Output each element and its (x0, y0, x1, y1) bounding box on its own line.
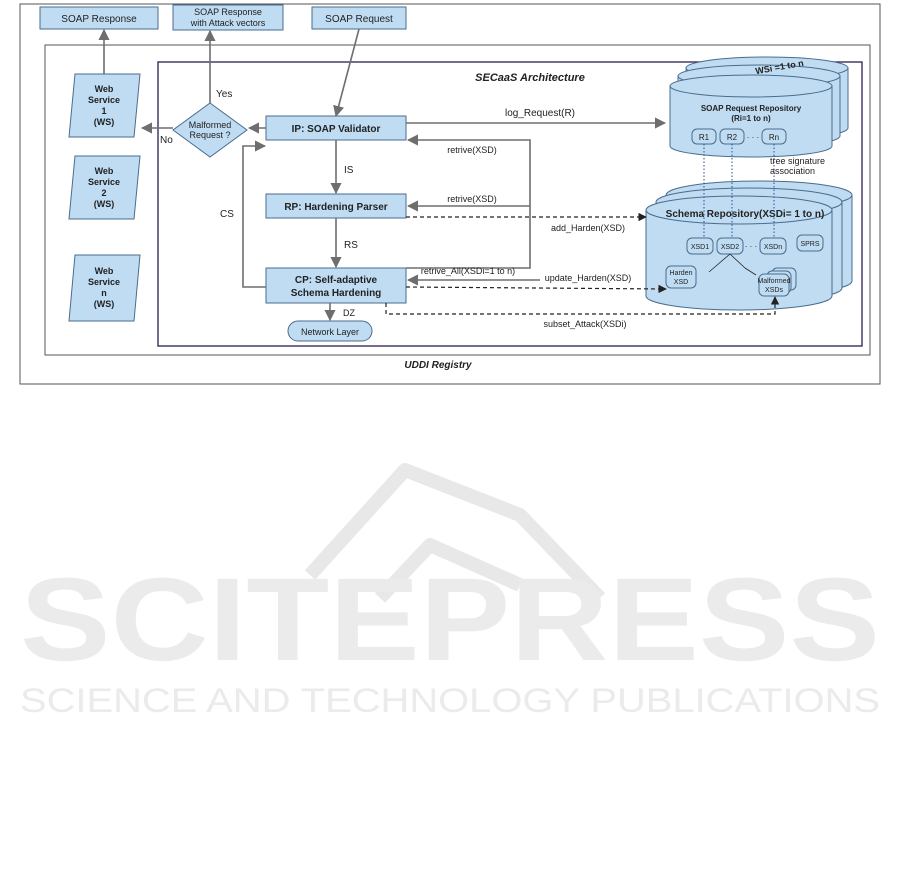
svg-text:XSD: XSD (674, 279, 688, 286)
schema-item-xsdn: XSDn (759, 237, 787, 255)
architecture-diagram: SECaaS Architecture UDDI Registry SOAP R… (19, 3, 881, 385)
svg-text:1: 1 (101, 106, 106, 116)
harden-xsd-item: Harden XSD (665, 265, 697, 289)
soap-response-box: SOAP Response (39, 6, 159, 30)
svg-text:CP: Self-adaptive: CP: Self-adaptive (295, 275, 378, 286)
svg-text:SOAP Request Repository: SOAP Request Repository (701, 104, 802, 113)
svg-text:(WS): (WS) (94, 299, 115, 309)
svg-text:(WS): (WS) (94, 199, 115, 209)
secaas-architecture-frame (157, 61, 863, 347)
tree-signature-links (703, 144, 775, 238)
watermark-brand: SCITEPRESS (20, 554, 880, 686)
svg-text:IP: SOAP Validator: IP: SOAP Validator (292, 124, 381, 135)
web-service-2: Web Service 2 (WS) (68, 155, 141, 220)
schema-item-xsd1: XSD1 (686, 237, 714, 255)
uddi-registry-frame (44, 44, 871, 356)
svg-text:Malformed: Malformed (189, 120, 232, 130)
schema-item-xsd2: XSD2 (716, 237, 744, 255)
schema-hardening-box: CP: Self-adaptive Schema Hardening (265, 267, 407, 304)
xsd-branch-lines (708, 253, 757, 276)
svg-text:Service: Service (88, 177, 120, 187)
svg-text:Web: Web (95, 266, 114, 276)
sprs-item: SPRS (796, 234, 824, 252)
svg-text:Network Layer: Network Layer (301, 327, 359, 337)
svg-text:XSDs: XSDs (765, 287, 783, 294)
outer-frame (19, 3, 881, 385)
svg-text:SPRS: SPRS (800, 241, 819, 248)
flow-arrows (98, 28, 667, 322)
svg-text:Schema Hardening: Schema Hardening (291, 288, 382, 299)
scitepress-watermark: SCITEPRESS SCIENCE AND TECHNOLOGY PUBLIC… (20, 463, 880, 720)
svg-text:XSDn: XSDn (764, 244, 782, 251)
svg-text:(WS): (WS) (94, 117, 115, 127)
svg-text:XSD2: XSD2 (721, 244, 739, 251)
soap-validator-box: IP: SOAP Validator (265, 115, 407, 141)
soap-request-box: SOAP Request (311, 6, 407, 30)
decision-no-label: No (160, 135, 173, 146)
schema-repository: Schema Repository(XSDi= 1 to n) XSD1 XSD… (645, 180, 853, 311)
label-update-harden: update_Harden(XSD) (545, 273, 632, 283)
svg-text:2: 2 (101, 188, 106, 198)
svg-text:Service: Service (88, 95, 120, 105)
svg-text:RP: Hardening Parser: RP: Hardening Parser (284, 202, 387, 213)
label-add-harden: add_Harden(XSD) (551, 223, 625, 233)
label-retrive-all: retrive_All(XSDi=1 to n) (421, 266, 515, 276)
svg-text:Web: Web (95, 84, 114, 94)
malformed-xsds-item: Malformed XSDs (757, 267, 797, 297)
label-retrive-xsd-1: retrive(XSD) (447, 145, 497, 155)
request-item-r1: R1 (691, 128, 717, 145)
registry-label: UDDI Registry (404, 360, 472, 371)
svg-text:with Attack vectors: with Attack vectors (190, 18, 266, 28)
soap-request-repository: WSi =1 to n SOAP Request Repository (Ri=… (669, 56, 849, 158)
network-layer-node: Network Layer (287, 320, 373, 342)
label-log-request: log_Request(R) (505, 108, 575, 119)
svg-text:R1: R1 (699, 133, 710, 142)
soap-response-attack-box: SOAP Response with Attack vectors (172, 4, 284, 31)
svg-text:Schema Repository(XSDi= 1 to n: Schema Repository(XSDi= 1 to n) (666, 209, 825, 220)
request-item-rn: Rn (761, 128, 787, 145)
svg-text:XSD1: XSD1 (691, 244, 709, 251)
svg-text:Web: Web (95, 166, 114, 176)
request-item-r2: R2 (719, 128, 745, 145)
svg-text:n: n (101, 288, 107, 298)
svg-text:Request ?: Request ? (189, 130, 230, 140)
svg-text:Service: Service (88, 277, 120, 287)
hardening-parser-box: RP: Hardening Parser (265, 193, 407, 219)
web-service-n: Web Service n (WS) (68, 254, 141, 322)
svg-text:SOAP Response: SOAP Response (61, 14, 137, 25)
tree-signature-label: tree signature (770, 156, 825, 166)
decision-yes-label: Yes (216, 89, 232, 100)
svg-text:(Ri=1 to n): (Ri=1 to n) (731, 114, 771, 123)
label-retrive-xsd-2: retrive(XSD) (447, 194, 497, 204)
dashed-flow-arrows (385, 212, 780, 315)
svg-text:· · ·: · · · (747, 133, 759, 142)
architecture-title: SECaaS Architecture (475, 72, 585, 84)
web-service-1: Web Service 1 (WS) (68, 73, 141, 138)
svg-text:SOAP Response: SOAP Response (194, 7, 262, 17)
tree-signature-label-2: association (770, 166, 815, 176)
svg-text:SOAP Request: SOAP Request (325, 14, 393, 25)
svg-text:Malformed: Malformed (757, 278, 790, 285)
watermark-tagline: SCIENCE AND TECHNOLOGY PUBLICATIONS (20, 682, 880, 720)
label-is: IS (344, 165, 354, 176)
svg-text:R2: R2 (727, 133, 738, 142)
book-logo-icon (304, 463, 606, 603)
svg-text:Rn: Rn (769, 133, 779, 142)
label-subset-attack: subset_Attack(XSDi) (543, 319, 626, 329)
label-dz: DZ (343, 308, 355, 318)
svg-text:· · ·: · · · (745, 242, 757, 251)
label-rs: RS (344, 240, 358, 251)
svg-text:Harden: Harden (670, 270, 693, 277)
label-cs: CS (220, 209, 234, 220)
malformed-request-decision: Malformed Request ? (172, 102, 248, 158)
